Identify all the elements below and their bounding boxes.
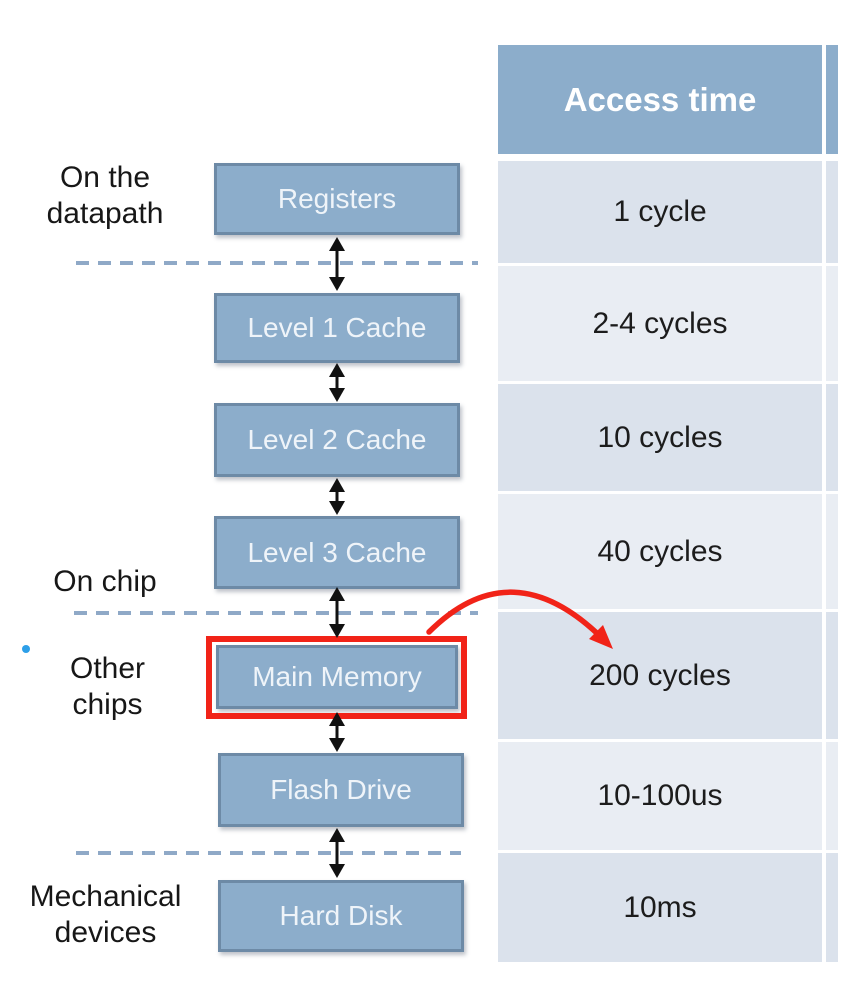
- box-flash-drive: Flash Drive: [218, 753, 464, 827]
- access-time-cell-flash-drive: 10-100us: [498, 742, 822, 853]
- group-label-line: chips: [72, 688, 143, 721]
- double-arrow-registers-l1: [329, 237, 345, 291]
- table-edge-header: [826, 45, 838, 154]
- access-time-cell-l2-cache: 10 cycles: [498, 384, 822, 494]
- group-label-line: datapath: [46, 197, 164, 230]
- group-label-line: Other: [69, 652, 146, 685]
- table-edge-cell: [826, 853, 838, 965]
- access-time-cell-hard-disk: 10ms: [498, 853, 822, 965]
- box-level-3-cache: Level 3 Cache: [214, 516, 460, 589]
- table-edge-cell: [826, 742, 838, 853]
- table-edge-column: [826, 45, 838, 965]
- box-main-memory: Main Memory: [216, 645, 458, 709]
- group-label-mechanical-devices: Mechanical devices: [3, 879, 208, 951]
- table-edge-cell: [826, 266, 838, 384]
- table-edge-cell: [826, 612, 838, 742]
- group-label-line: On the: [59, 161, 151, 194]
- group-label-on-chip: On chip: [25, 564, 185, 600]
- access-time-cell-l1-cache: 2-4 cycles: [498, 266, 822, 384]
- group-label-on-the-datapath: On the datapath: [15, 160, 195, 232]
- group-label-line: On chip: [53, 565, 157, 598]
- box-hard-disk: Hard Disk: [218, 880, 464, 952]
- double-arrow-l2-l3: [329, 478, 345, 515]
- group-label-line: devices: [54, 916, 157, 949]
- access-time-cell-main-memory: 200 cycles: [498, 612, 822, 742]
- access-time-header: Access time: [498, 45, 822, 154]
- box-level-2-cache: Level 2 Cache: [214, 403, 460, 477]
- access-time-cell-l3-cache: 40 cycles: [498, 494, 822, 612]
- group-label-line: Mechanical: [29, 880, 182, 913]
- double-arrow-flash-hard-disk: [329, 828, 345, 878]
- access-time-cell-registers: 1 cycle: [498, 161, 822, 266]
- box-level-1-cache: Level 1 Cache: [214, 293, 460, 363]
- table-edge-cell: [826, 161, 838, 266]
- access-time-table: Access time 1 cycle 2-4 cycles 10 cycles…: [498, 45, 822, 965]
- main-memory-highlight-box: [206, 636, 467, 719]
- group-label-other-chips: Other chips: [25, 651, 190, 723]
- double-arrow-l3-main-memory: [329, 587, 345, 638]
- table-edge-cell: [826, 494, 838, 612]
- box-registers: Registers: [214, 163, 460, 235]
- double-arrow-l1-l2: [329, 363, 345, 402]
- table-edge-cell: [826, 384, 838, 494]
